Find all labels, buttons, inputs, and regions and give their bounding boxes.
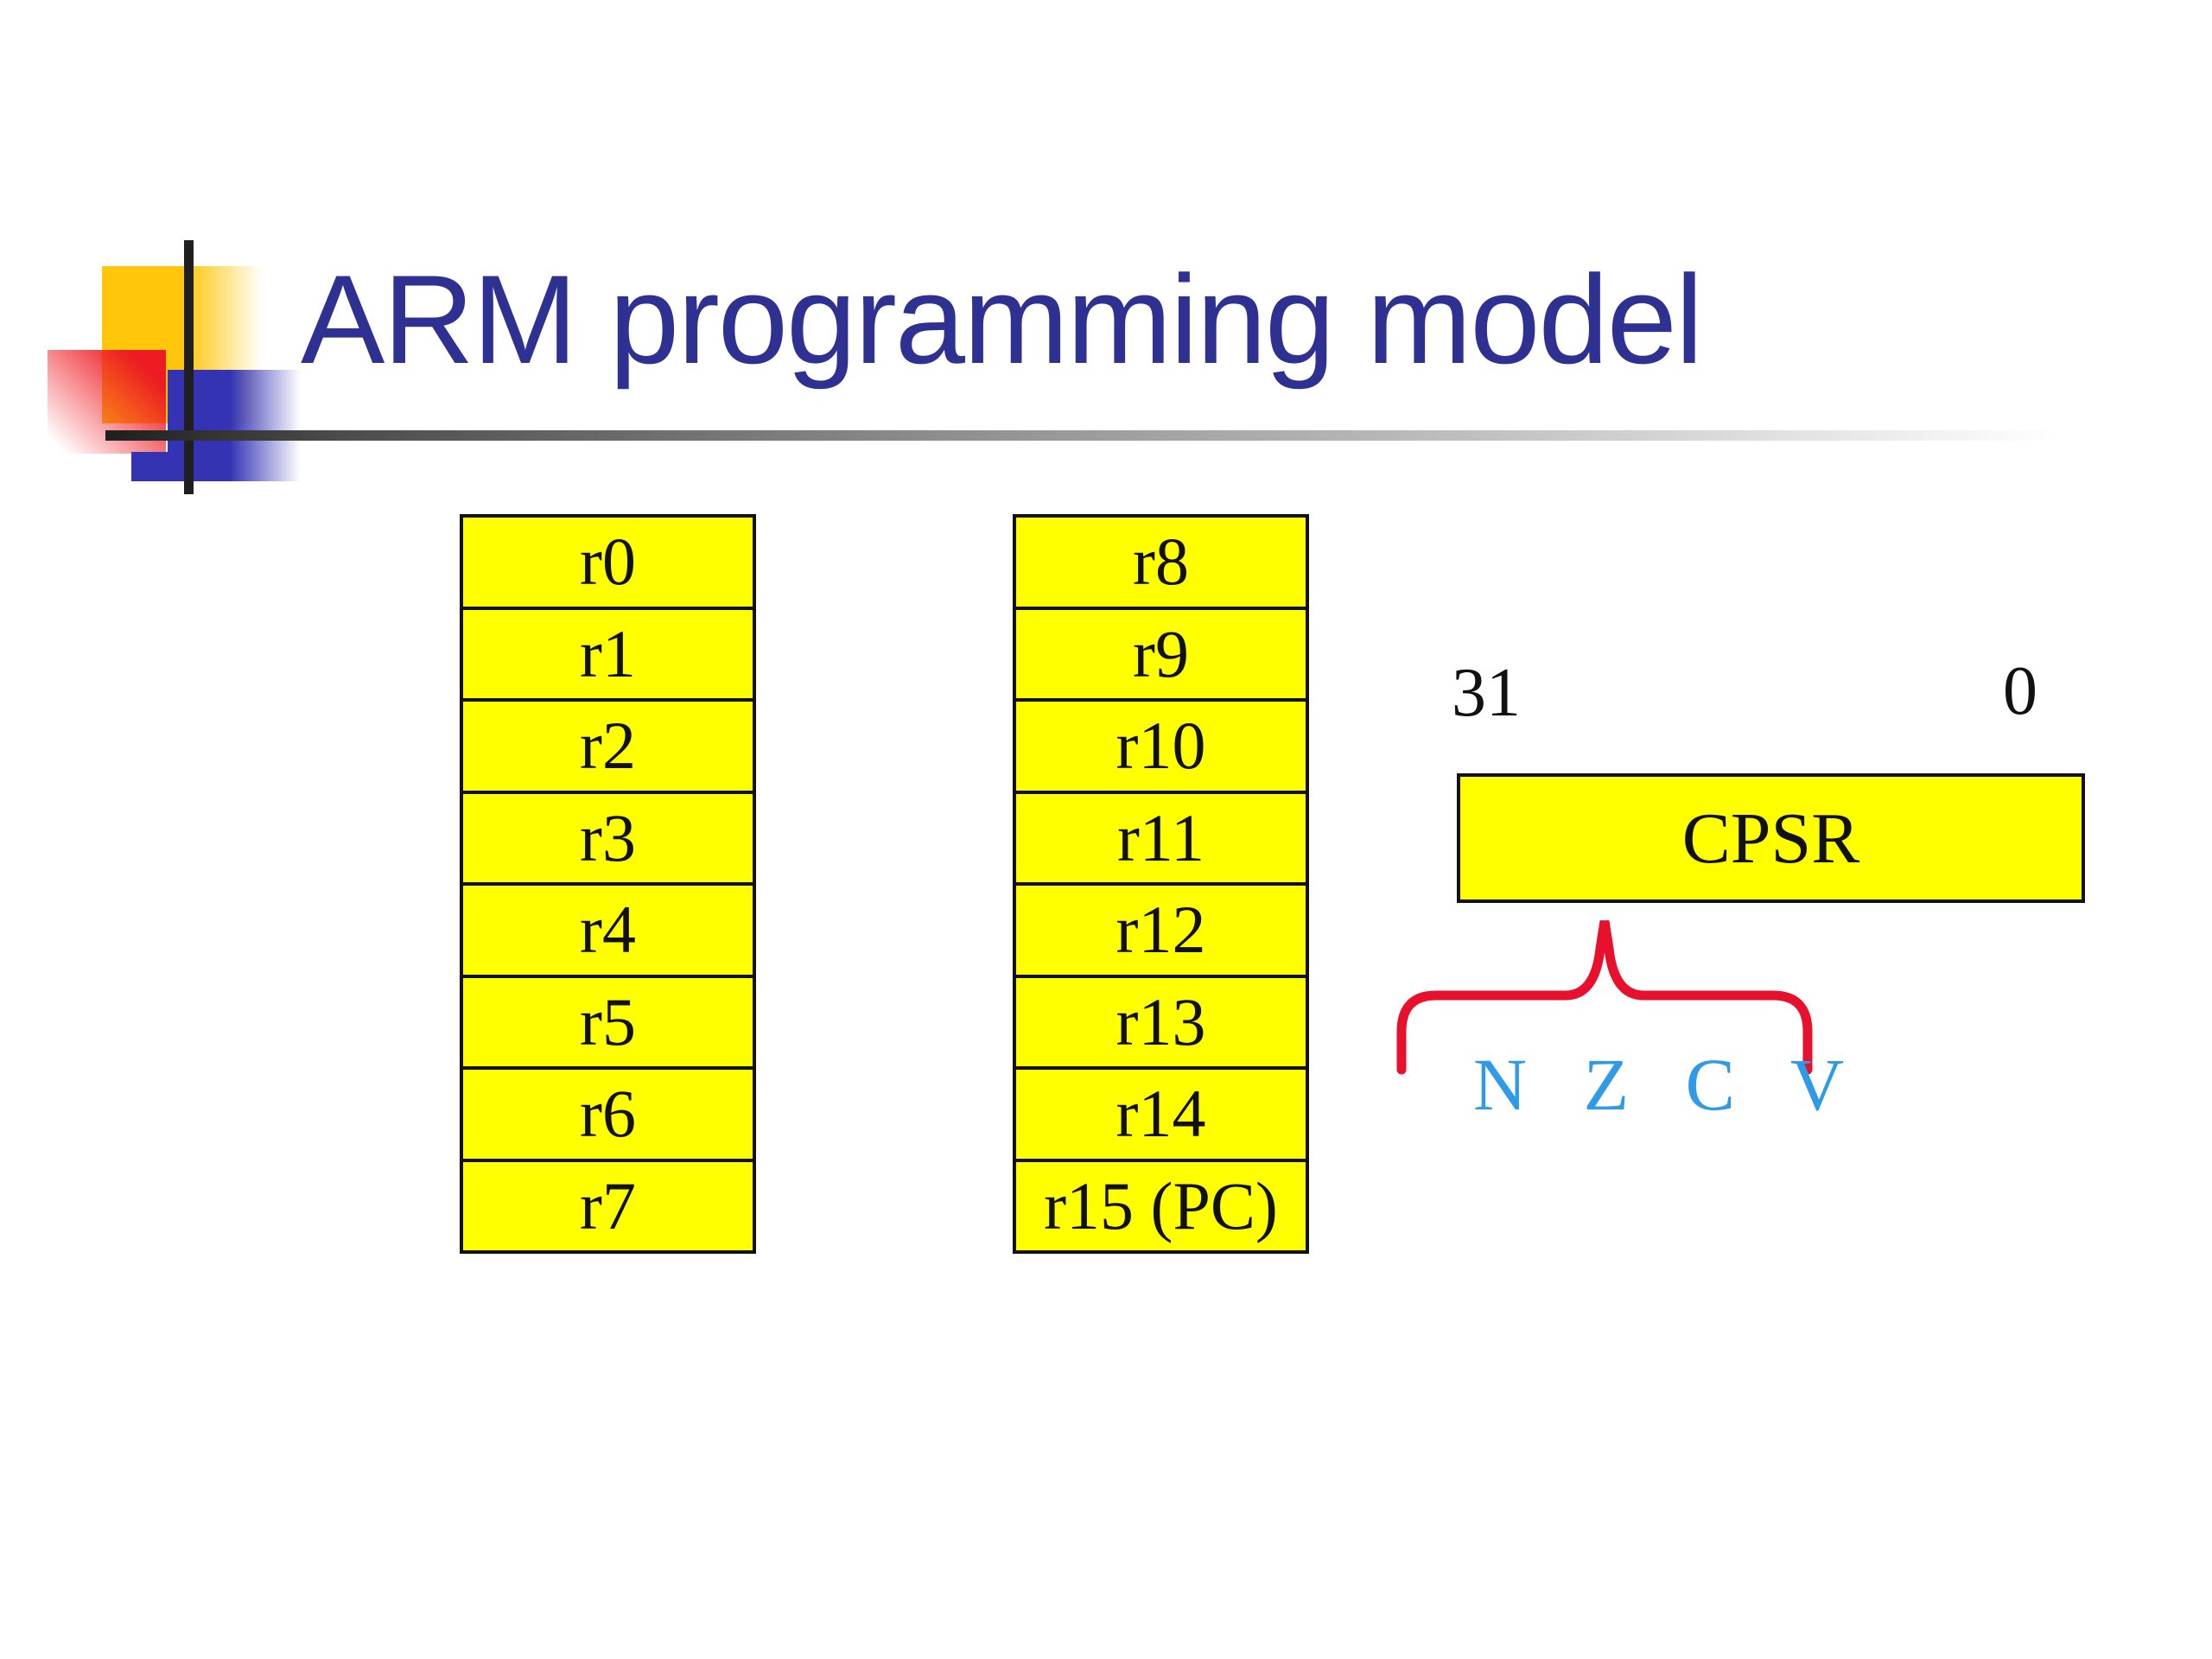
register-cell-r11: r11	[1016, 793, 1306, 886]
register-cell-r7: r7	[463, 1161, 753, 1250]
register-cell-r4: r4	[463, 886, 753, 978]
register-cell-r1: r1	[463, 609, 753, 702]
page-title: ARM programming model	[301, 249, 1703, 390]
register-cell-r6: r6	[463, 1070, 753, 1162]
register-cell-r8: r8	[1016, 518, 1306, 610]
register-cell-r0: r0	[463, 518, 753, 610]
register-cell-r2: r2	[463, 702, 753, 794]
register-cell-r14: r14	[1016, 1070, 1306, 1162]
cpsr-bit31-label: 31	[1452, 655, 1521, 731]
register-cell-r10: r10	[1016, 702, 1306, 794]
register-cell-r9: r9	[1016, 609, 1306, 702]
decoration-vertical-line	[184, 240, 194, 494]
cpsr-register-box: CPSR	[1457, 773, 2085, 903]
register-bank-low: r0 r1 r2 r3 r4 r5 r6 r7	[460, 514, 756, 1254]
cpsr-bit0-label: 0	[2003, 653, 2037, 729]
register-cell-r15-pc: r15 (PC)	[1016, 1161, 1306, 1250]
flags-brace	[1396, 920, 1813, 1075]
condition-flags-label: N Z C V	[1473, 1043, 1864, 1126]
decoration-blue-step	[131, 452, 169, 481]
register-cell-r12: r12	[1016, 886, 1306, 978]
register-cell-r5: r5	[463, 977, 753, 1070]
register-cell-r13: r13	[1016, 977, 1306, 1070]
register-cell-r3: r3	[463, 793, 753, 886]
title-divider-rule	[105, 430, 2119, 441]
register-bank-high: r8 r9 r10 r11 r12 r13 r14 r15 (PC)	[1013, 514, 1309, 1254]
